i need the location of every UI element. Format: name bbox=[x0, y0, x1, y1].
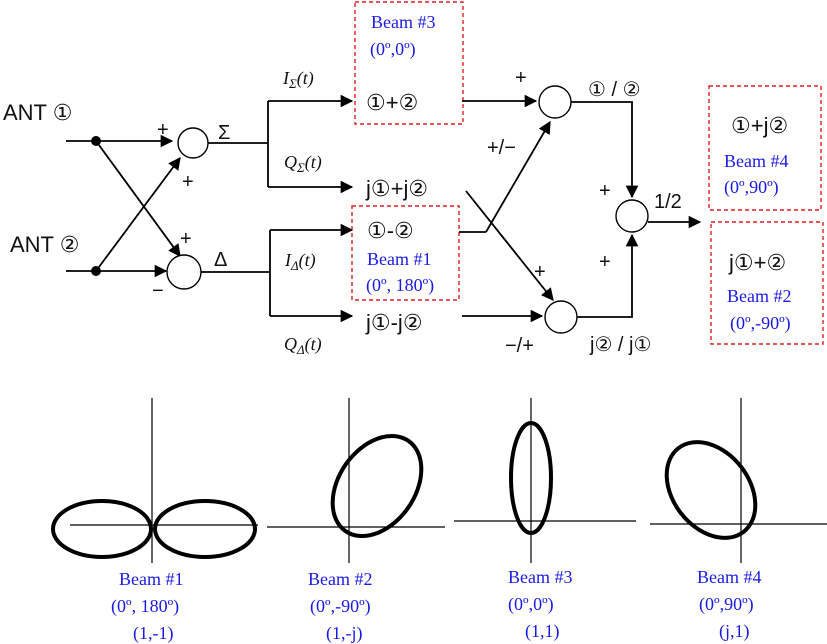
i-sigma-arg: (t) bbox=[297, 68, 314, 89]
q-delta-arg: (t) bbox=[305, 334, 322, 355]
pattern-beam2 bbox=[267, 398, 445, 563]
i-sigma-label: IΣ(t) bbox=[282, 68, 314, 91]
pattern4-lobe bbox=[664, 440, 758, 540]
pattern-beam1 bbox=[51, 398, 258, 563]
beam4-expr: ①+j② bbox=[731, 113, 788, 138]
beam1-box bbox=[351, 205, 460, 301]
diff-to-top-junction bbox=[485, 120, 551, 233]
i-delta-arg: (t) bbox=[299, 250, 316, 271]
pattern3-angle: (0º,0º) bbox=[508, 594, 554, 615]
pattern1-title: Beam #1 bbox=[119, 569, 184, 589]
q-sigma-label: QΣ(t) bbox=[284, 152, 322, 175]
beam2-box-title: Beam #2 bbox=[727, 286, 792, 306]
pattern2-title: Beam #2 bbox=[308, 569, 373, 589]
ant1-to-diff bbox=[95, 140, 181, 258]
sigma-label: Σ bbox=[218, 122, 230, 144]
q-sigma-arg: (t) bbox=[305, 152, 322, 173]
final-plus-1: + bbox=[599, 180, 611, 202]
q-delta-subscript: Δ bbox=[296, 342, 305, 357]
bottom-to-final bbox=[577, 233, 639, 318]
beam4-box-title: Beam #4 bbox=[724, 151, 789, 171]
ant2-label: ANT ② bbox=[10, 232, 79, 257]
ratio-bottom: j② / j① bbox=[589, 334, 651, 356]
pattern1-right-lobe bbox=[153, 499, 257, 559]
sum-plus-top: + bbox=[157, 119, 169, 141]
beam3-title: Beam #3 bbox=[371, 12, 436, 32]
combo-j-sum: j①+j② bbox=[365, 176, 428, 201]
final-junction bbox=[615, 199, 649, 233]
ratio-top: ① / ② bbox=[588, 79, 641, 101]
final-plus-2: + bbox=[599, 251, 611, 273]
pattern1-weights: (1,-1) bbox=[133, 623, 173, 644]
top-to-final bbox=[571, 101, 639, 199]
ant2-to-sum bbox=[95, 156, 181, 272]
combo-j-diff: j①-j② bbox=[365, 310, 423, 335]
pattern2-lobe bbox=[330, 433, 424, 539]
i-delta-label: IΔ(t) bbox=[284, 250, 316, 273]
q-delta-label: QΔ(t) bbox=[284, 334, 322, 357]
beam2-box-angle: (0º,-90º) bbox=[730, 313, 791, 334]
pattern4-title: Beam #4 bbox=[697, 567, 762, 587]
i-delta-subscript: Δ bbox=[290, 258, 299, 273]
pattern3-title: Beam #3 bbox=[508, 567, 573, 587]
diff-plus: + bbox=[180, 228, 192, 250]
delta-label: Δ bbox=[214, 249, 227, 271]
sum-plus-bottom: + bbox=[182, 171, 194, 193]
beam2-expr: j①+② bbox=[728, 250, 786, 275]
bottom-sign: −/+ bbox=[505, 335, 534, 357]
i-sigma-subscript: Σ bbox=[288, 76, 297, 91]
combo-diff: ①-② bbox=[367, 218, 414, 243]
bottom-plus: + bbox=[534, 261, 546, 283]
beam1-box-angle: (0º, 180º) bbox=[366, 275, 434, 296]
combo-sum: ①+② bbox=[366, 90, 418, 115]
diff-minus: − bbox=[152, 280, 164, 302]
jsum-to-bottom-junction bbox=[465, 190, 554, 301]
pattern1-left-lobe bbox=[51, 499, 153, 559]
pattern4-weights: (j,1) bbox=[719, 621, 750, 642]
pattern3-lobe bbox=[509, 421, 553, 535]
pattern2-weights: (1,-j) bbox=[326, 623, 362, 644]
q-sigma-subscript: Σ bbox=[296, 160, 305, 175]
beam1-box-title: Beam #1 bbox=[367, 249, 432, 269]
diff-junction bbox=[166, 254, 202, 290]
top-junction bbox=[538, 85, 572, 119]
pattern1-angle: (0º, 180º) bbox=[111, 596, 179, 617]
pattern4-angle: (0º,90º) bbox=[699, 594, 754, 615]
beam3-angle: (0º,0º) bbox=[370, 39, 416, 60]
beam4-box bbox=[708, 85, 822, 211]
half-label: 1/2 bbox=[654, 191, 682, 213]
pattern-beam3 bbox=[454, 398, 636, 563]
pattern-beam4 bbox=[650, 398, 827, 563]
bottom-junction bbox=[544, 300, 578, 334]
top-plus: + bbox=[515, 67, 527, 89]
beam2-box bbox=[710, 221, 824, 345]
beam3-box bbox=[354, 1, 464, 125]
ant1-label: ANT ① bbox=[3, 100, 72, 125]
beam4-box-angle: (0º,90º) bbox=[724, 177, 779, 198]
pattern3-weights: (1,1) bbox=[525, 621, 560, 642]
sum-junction bbox=[177, 127, 209, 159]
cross-sign: +/− bbox=[487, 137, 516, 159]
pattern2-angle: (0º,-90º) bbox=[310, 596, 371, 617]
